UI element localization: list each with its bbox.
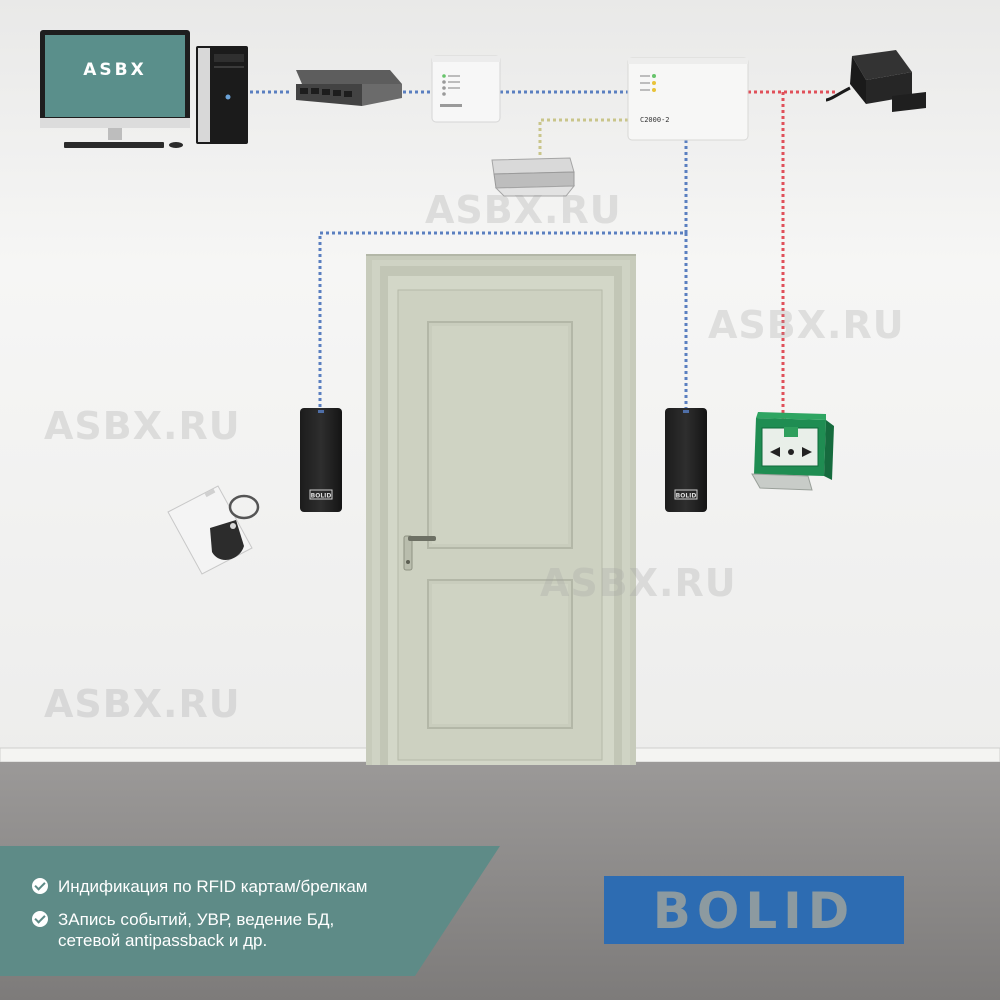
power-supply-icon: [825, 50, 926, 112]
watermark: ASBX.RU: [540, 561, 737, 605]
controller-label: C2000-2: [640, 116, 670, 124]
keyboard-icon: [64, 142, 183, 148]
network-switch-icon: [296, 70, 402, 106]
pc-tower-icon: [196, 46, 248, 144]
features-panel-background: [0, 846, 500, 976]
magnetic-lock-icon: [491, 157, 576, 197]
card-reader-right-icon: [665, 408, 707, 512]
brand-logo-text: BOLID: [653, 882, 856, 940]
controller-icon: [627, 57, 749, 141]
monitor-icon: [40, 30, 190, 140]
brand-logo: BOLID: [604, 876, 904, 944]
features-panel: Индификация по RFID картам/брелкам ЗАпис…: [0, 846, 500, 976]
check-icon: [32, 878, 48, 894]
exit-button-icon: [751, 412, 834, 491]
watermark: ASBX.RU: [44, 682, 241, 726]
reader-left-logo: BOLID: [311, 493, 332, 500]
rfid-keyfob-icon: [210, 494, 260, 560]
feature-text: Индификация по RFID картам/брелкам: [58, 877, 368, 896]
feature-item: ЗАпись событий, УВР, ведение БД, сетевой…: [32, 909, 452, 951]
wire-data-readers: [318, 140, 688, 408]
watermark: ASBX.RU: [708, 303, 905, 347]
monitor-screen-label: ASBX: [83, 60, 147, 80]
feature-item: Индификация по RFID картам/брелкам: [32, 876, 367, 897]
watermark: ASBX.RU: [44, 404, 241, 448]
card-reader-left-icon: [300, 408, 342, 512]
door-handle-icon: [403, 535, 436, 571]
watermark: ASBX.RU: [425, 188, 622, 232]
feature-text: ЗАпись событий, УВР, ведение БД, сетевой…: [58, 910, 335, 950]
door-leaf: [397, 289, 603, 761]
ethernet-converter-icon: [431, 55, 501, 123]
reader-right-logo: BOLID: [676, 493, 697, 500]
check-icon: [32, 911, 48, 927]
brand-logo-mark: BOLID: [653, 882, 856, 940]
